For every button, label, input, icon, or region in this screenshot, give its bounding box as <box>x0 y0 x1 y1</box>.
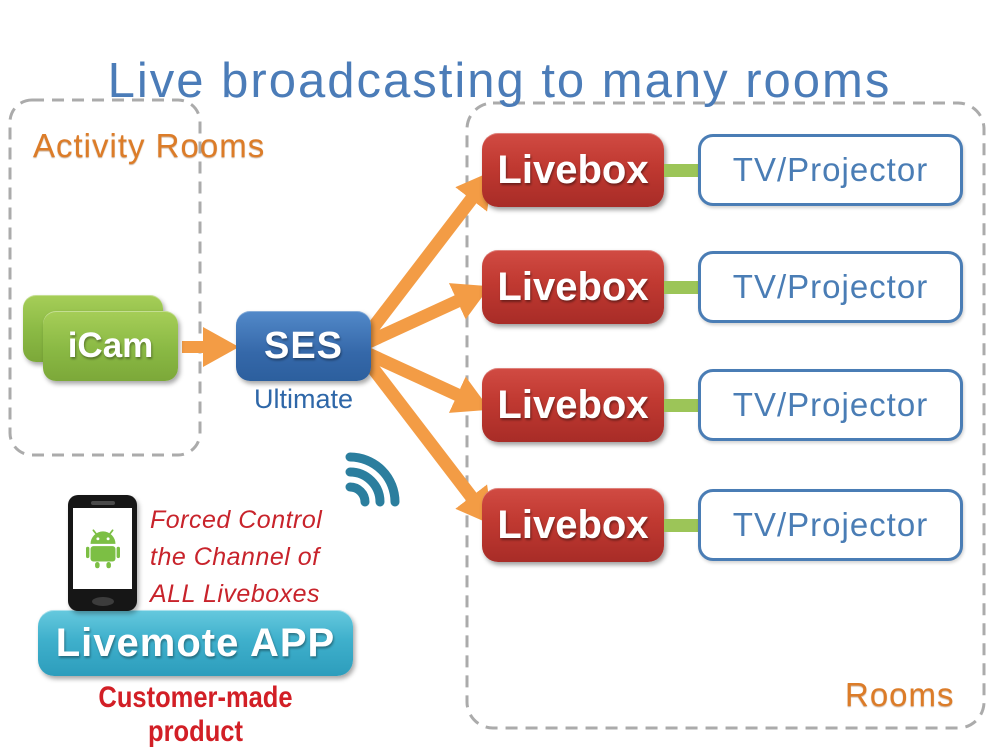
livebox-4-connector <box>664 518 698 532</box>
tv-projector-1-label: TV/Projector <box>732 151 929 188</box>
page-title: Live broadcasting to many rooms <box>107 53 892 108</box>
ses-to-livebox4-arrow <box>356 350 494 526</box>
ses-to-livebox2-arrow <box>359 283 490 351</box>
livebox-2-connector <box>664 280 698 294</box>
room-row-2: Livebox TV/Projector <box>482 250 963 324</box>
phone-screen <box>73 508 132 589</box>
livebox-4-label: Livebox <box>497 502 649 547</box>
customer-made-caption: Customer-made product <box>98 681 293 748</box>
tv-projector-4-label: TV/Projector <box>732 506 929 543</box>
room-row-1: Livebox TV/Projector <box>482 133 963 207</box>
livebox-4: Livebox <box>482 488 664 562</box>
tv-projector-3-label: TV/Projector <box>732 386 929 423</box>
phone-speaker <box>90 501 115 505</box>
livebox-3-connector <box>664 398 698 412</box>
tv-projector-2: TV/Projector <box>698 251 963 323</box>
ses-to-livebox1-arrow <box>356 170 494 346</box>
livemote-app-box: Livemote APP <box>38 610 353 676</box>
livebox-1-label: Livebox <box>497 147 649 192</box>
livebox-2: Livebox <box>482 250 664 324</box>
ses-sublabel: Ultimate <box>253 384 354 414</box>
livebox-2-label: Livebox <box>497 264 649 309</box>
tv-projector-2-label: TV/Projector <box>732 268 929 305</box>
tv-projector-4: TV/Projector <box>698 489 963 561</box>
smartphone-graphic <box>68 495 137 611</box>
tv-projector-1: TV/Projector <box>698 134 963 206</box>
phone-home-button <box>91 597 114 606</box>
forced-control-note: Forced Control the Channel of ALL Livebo… <box>150 502 322 613</box>
ses-to-livebox3-arrow <box>359 345 490 413</box>
ses-label: SES <box>263 324 344 367</box>
livebox-1: Livebox <box>482 133 664 207</box>
rooms-outline <box>465 101 986 730</box>
android-robot-icon <box>85 528 120 568</box>
tv-projector-3: TV/Projector <box>698 369 963 441</box>
livebox-1-connector <box>664 163 698 177</box>
livemote-app-label: Livemote APP <box>55 620 336 665</box>
note-line-2: the Channel of <box>150 543 320 571</box>
rooms-label: Rooms <box>845 676 955 713</box>
livebox-3-label: Livebox <box>497 382 649 427</box>
note-line-1: Forced Control <box>150 506 323 534</box>
icam-label: iCam <box>67 326 154 365</box>
activity-rooms-label: Activity Rooms <box>33 127 266 164</box>
activity-rooms-outline <box>8 98 202 457</box>
room-row-3: Livebox TV/Projector <box>482 368 963 442</box>
icam-box: iCam <box>43 311 178 381</box>
room-row-4: Livebox TV/Projector <box>482 488 963 562</box>
note-line-3: ALL Liveboxes <box>150 580 321 608</box>
wifi-icon <box>345 452 400 507</box>
ses-box: SES <box>236 311 371 381</box>
livebox-3: Livebox <box>482 368 664 442</box>
